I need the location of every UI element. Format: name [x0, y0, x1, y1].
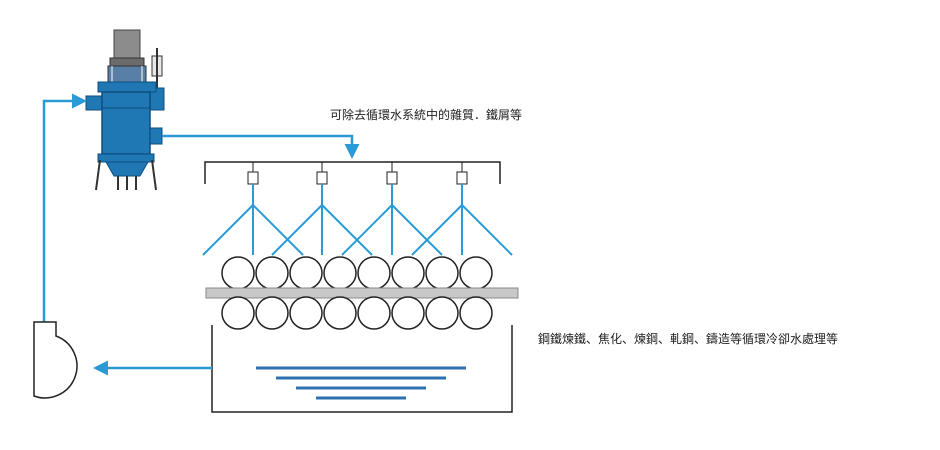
roller-icon	[425, 296, 459, 330]
return-pipe	[42, 93, 87, 322]
roller-icon	[323, 256, 357, 290]
spray-nozzle-icon	[411, 162, 513, 256]
self-cleaning-filter-icon	[85, 29, 165, 191]
application-note: 鋼鐵煉鐵、焦化、煉鋼、軋鋼、鑄造等循環冷卻水處理等	[538, 332, 839, 346]
steel-strip	[205, 287, 519, 299]
roller-icon	[391, 256, 425, 290]
roller-icon	[289, 256, 323, 290]
centrifugal-pump-icon	[33, 321, 78, 399]
roller-icon	[357, 296, 391, 330]
roller-icon	[459, 296, 493, 330]
roller-icon	[289, 296, 323, 330]
spray-nozzle-icon	[202, 162, 304, 256]
water-tank-icon	[211, 325, 513, 413]
roller-icon	[459, 256, 493, 290]
spray-nozzles	[202, 162, 513, 256]
roller-icon	[323, 296, 357, 330]
roller-icon	[425, 256, 459, 290]
roller-icon	[221, 296, 255, 330]
roller-icon	[255, 256, 289, 290]
roller-icon	[221, 256, 255, 290]
lower-rollers	[221, 296, 493, 330]
supply-pipe	[162, 134, 360, 159]
roller-icon	[255, 296, 289, 330]
upper-rollers	[221, 256, 493, 290]
roller-icon	[391, 296, 425, 330]
spray-nozzle-icon	[341, 162, 443, 256]
filter-note: 可除去循環水系統中的雜質．鐵屑等	[330, 108, 523, 122]
spray-header	[204, 161, 501, 184]
roller-icon	[357, 256, 391, 290]
spray-nozzle-icon	[271, 162, 373, 256]
